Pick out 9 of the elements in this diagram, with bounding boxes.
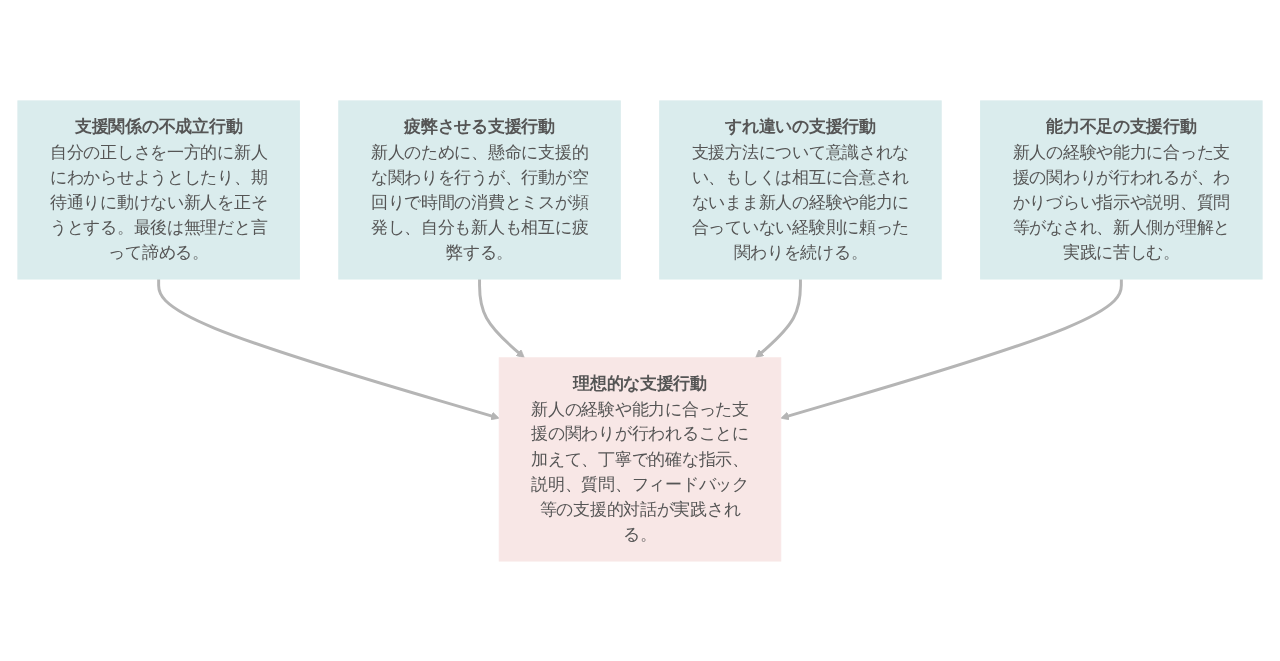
node-box: 能力不足の支援行動 新人の経験や能力に合った支援の関わりが行われるが、わかりづらい指示や説明、質問等がなされ、新人側が理解と実践に苦しむ。 [980, 99, 1263, 280]
arrow [755, 278, 802, 358]
node-box: 支援関係の不成立行動 自分の正しさを一方的に新人にわからせようとしたり、期待通りに動けない新人を正そうとする。最後は無理だと言って諦める。 [17, 99, 300, 280]
arrow [780, 278, 1123, 420]
arrow [157, 278, 500, 420]
arrow [478, 278, 525, 358]
node-box: 理想的な支援行動 新人の経験や能力に合った支援の関わりが行われることに加えて、丁寧で的確な指示、説明、質問、フィードバック等の支援的対話が実践される。 [498, 356, 782, 562]
node-box: 疲弊させる支援行動 新人のために、懸命に支援的な関わりを行うが、行動が空回りで時間の消費とミスが頻発し、自分も新人も相互に疲弊する。 [338, 99, 621, 280]
node-box: すれ違いの支援行動 支援方法について意識されない、もしくは相互に合意されないまま新人の経験や能力に合っていない経験則に頼った関わりを続ける。 [659, 99, 942, 280]
